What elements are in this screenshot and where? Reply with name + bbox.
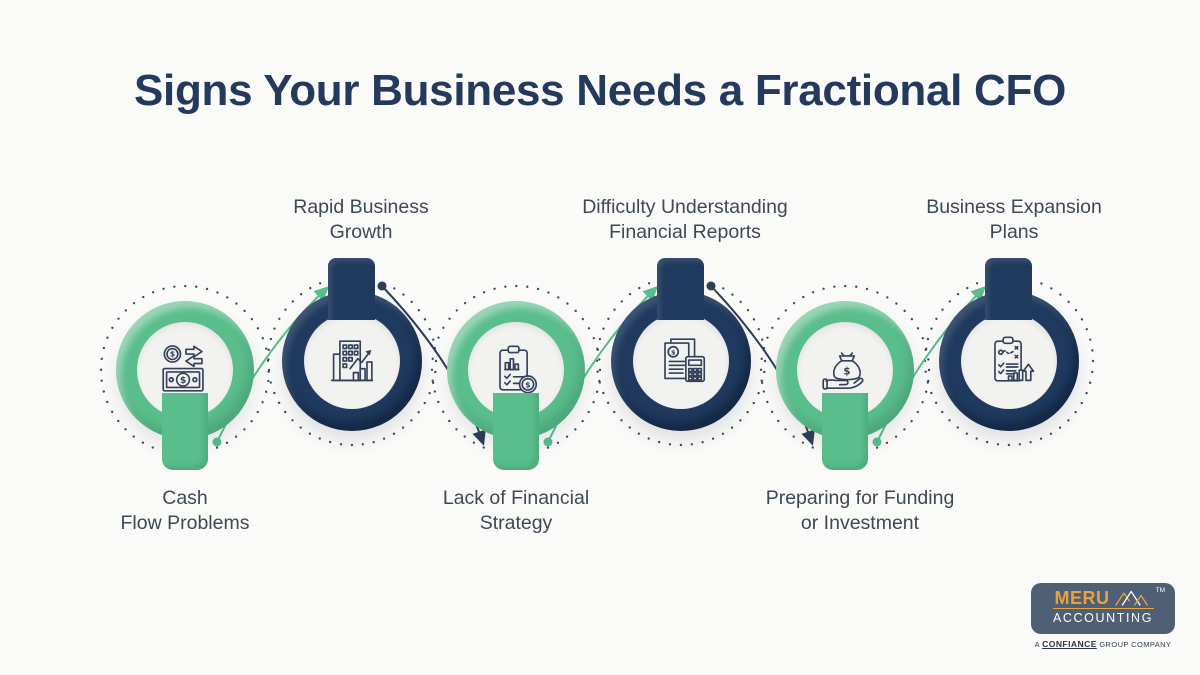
money-bag-hand-icon: $ — [822, 352, 864, 390]
logo-accounting-text: ACCOUNTING — [1052, 611, 1154, 625]
label-line: Strategy — [479, 512, 553, 534]
clipboard-chart-dollar-icon: $ — [499, 345, 538, 394]
logo-brand-row: MERU — [1052, 588, 1154, 609]
step-label-cash-flow-problems: Cash Flow Problems — [25, 486, 345, 536]
trademark-text: TM — [1155, 587, 1165, 594]
step-label-preparing-for-funding-or-investment: Preparing for Funding or Investment — [700, 486, 1020, 536]
meru-accounting-logo: TM MERU ACCOUNTING A CONFIANCE GROUP COM… — [1031, 583, 1175, 649]
connector-stem — [822, 393, 868, 470]
step-label-business-expansion-plans: Business Expansion Plans — [854, 195, 1174, 245]
svg-text:$: $ — [525, 380, 530, 389]
svg-text:$: $ — [843, 367, 850, 378]
connector-tab — [985, 258, 1032, 320]
expansion-plan-clipboard-icon — [994, 336, 1035, 382]
svg-text:$: $ — [671, 349, 675, 356]
svg-text:$: $ — [180, 375, 186, 386]
label-line: Flow Problems — [120, 512, 250, 534]
connector-stem — [493, 393, 539, 470]
label-line: Rapid Business — [293, 196, 429, 218]
connector-tab — [328, 258, 375, 320]
label-line: Preparing for Funding — [765, 487, 955, 509]
step-label-rapid-business-growth: Rapid Business Growth — [201, 195, 521, 245]
step-label-difficulty-understanding-financial-reports: Difficulty Understanding Financial Repor… — [525, 195, 845, 245]
label-line: Lack of Financial — [442, 487, 590, 509]
logo-badge: TM MERU ACCOUNTING — [1031, 583, 1175, 634]
label-line: Difficulty Understanding — [582, 196, 788, 218]
financial-reports-calculator-icon: $ — [664, 338, 706, 383]
icon-disc: $ — [633, 313, 729, 409]
label-line: Plans — [989, 221, 1039, 243]
logo-tagline: A CONFIANCE GROUP COMPANY — [1031, 639, 1175, 649]
mountains-icon — [1114, 590, 1148, 606]
tagline-suffix: GROUP COMPANY — [1099, 640, 1172, 649]
icon-disc — [961, 313, 1057, 409]
label-line: or Investment — [800, 512, 920, 534]
page-title: Signs Your Business Needs a Fractional C… — [133, 66, 1067, 115]
building-growth-icon — [330, 340, 374, 382]
step-label-lack-of-financial-strategy: Lack of Financial Strategy — [356, 486, 676, 536]
label-line: Financial Reports — [609, 221, 761, 243]
label-line: Growth — [329, 221, 393, 243]
tagline-brand: CONFIANCE — [1042, 639, 1097, 649]
label-line: Business Expansion — [926, 196, 1102, 218]
svg-text:$: $ — [170, 350, 175, 359]
tagline-prefix: A — [1034, 640, 1040, 649]
logo-brand-text: MERU — [1054, 588, 1110, 608]
connector-tab — [657, 258, 704, 320]
money-exchange-icon: $ $ — [162, 345, 204, 392]
label-line: Cash — [162, 487, 208, 509]
connector-stem — [162, 393, 208, 470]
icon-disc — [304, 313, 400, 409]
